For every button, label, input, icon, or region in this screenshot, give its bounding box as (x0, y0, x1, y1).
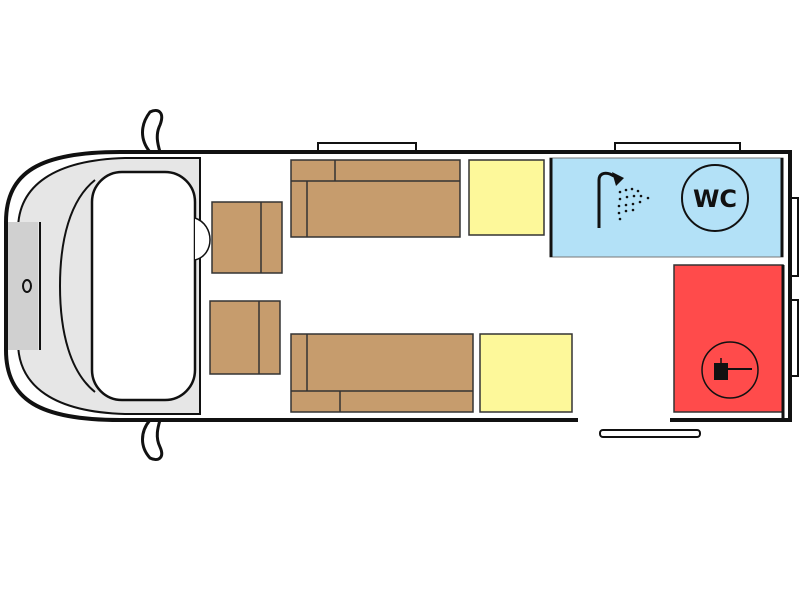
window-top-2 (614, 142, 741, 152)
emblem (22, 279, 32, 293)
mirror-bottom (141, 419, 164, 462)
table-bottom (479, 333, 573, 413)
sofa-bottom (290, 333, 474, 413)
wc-icon: WC (681, 164, 749, 232)
sofa-top (290, 159, 461, 238)
door-step (599, 429, 701, 438)
mirror-top (141, 109, 164, 153)
cab-seat-right (209, 300, 281, 375)
cab-seat-left (211, 201, 283, 274)
kitchen (673, 264, 784, 413)
cooking-pot-icon (701, 341, 759, 399)
bathroom (549, 157, 784, 258)
wc-label: WC (693, 185, 737, 213)
cab-roof (90, 170, 197, 402)
dashboard-bump (194, 217, 211, 261)
shower-icon (597, 171, 650, 228)
windscreen (58, 179, 96, 393)
window-top-1 (317, 142, 417, 152)
table-top (468, 159, 545, 236)
